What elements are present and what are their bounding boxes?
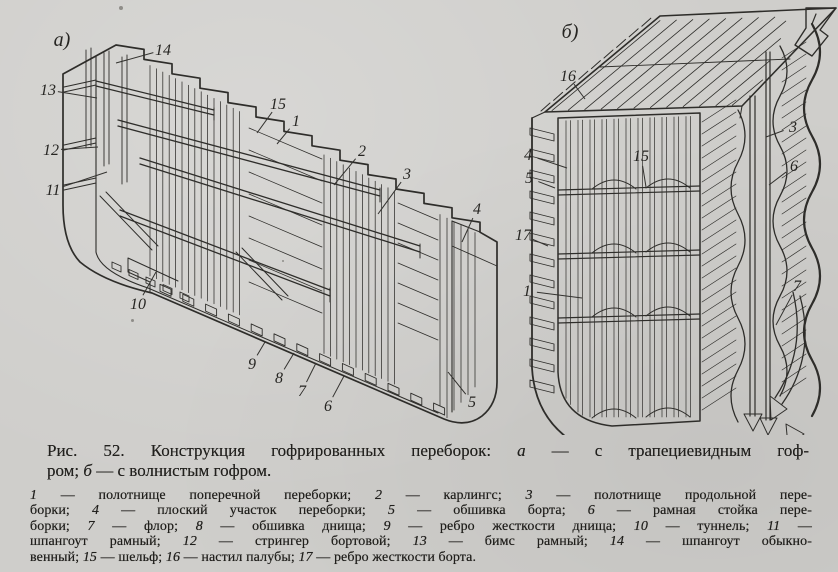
panel-label-b: б) [562,21,579,43]
drawing-b-wavy-bulkheads [529,7,837,472]
figure-legend: 1 — полотнище поперечной переборки; 2 — … [30,488,812,565]
callout-a-8: 8 [275,370,283,387]
callout-a-5: 5 [468,394,476,411]
callout-a-2: 2 [358,143,366,160]
callout-a-1: 1 [292,113,300,130]
scan-speck [131,319,134,322]
callout-b-15: 15 [633,148,649,165]
hull-structure-a [63,47,498,419]
callout-b-17: 17 [515,227,532,244]
scan-speck [282,260,284,262]
drawing-a-trapezoidal-bulkheads [62,44,498,424]
panel-label-a: а) [54,29,71,51]
callout-a-10: 10 [130,296,146,313]
transverse-bulkhead-face [557,112,701,427]
legend-line: венный; 15 — шельф; 16 — настил палубы; … [30,549,477,565]
callout-b-6: 6 [790,158,798,175]
hull-outline-a [62,44,498,424]
caption-line: ром; б — с волнистым гофром. [47,460,272,480]
callout-a-7: 7 [298,383,307,400]
callout-a-11: 11 [46,182,61,199]
deck-plating [540,7,837,113]
caption-line: Рис. 52. Конструкция гофрированных переб… [47,441,809,460]
callout-a-12: 12 [43,142,59,159]
callout-a-4: 4 [473,201,481,218]
callout-b-16: 16 [560,68,576,85]
wavy-longitudinal-bulkhead [701,13,822,447]
callout-a-3: 3 [402,166,411,183]
callout-b-4: 4 [524,147,532,164]
callout-b-5: 5 [525,170,533,187]
callout-a-14: 14 [155,42,171,59]
legend-line: борки; 4 — плоский участок переборки; 5 … [30,503,812,519]
callout-a-6: 6 [324,398,332,415]
callout-b-3: 3 [788,119,797,136]
callout-a-13: 13 [40,82,56,99]
callout-a-15: 15 [270,96,286,113]
legend-line: шпангоут рамный; 12 — стрингер бортовой;… [30,534,812,550]
callout-a-9: 9 [248,356,256,373]
figure-caption: Рис. 52. Конструкция гофрированных переб… [47,441,809,480]
callout-b-1: 1 [523,283,531,300]
legend-line: борки; 7 — флор; 8 — обшивка днища; 9 — … [30,518,813,534]
callout-b-7: 7 [793,278,802,295]
legend-line: 1 — полотнище поперечной переборки; 2 — … [30,488,812,503]
scan-speck [119,6,123,10]
